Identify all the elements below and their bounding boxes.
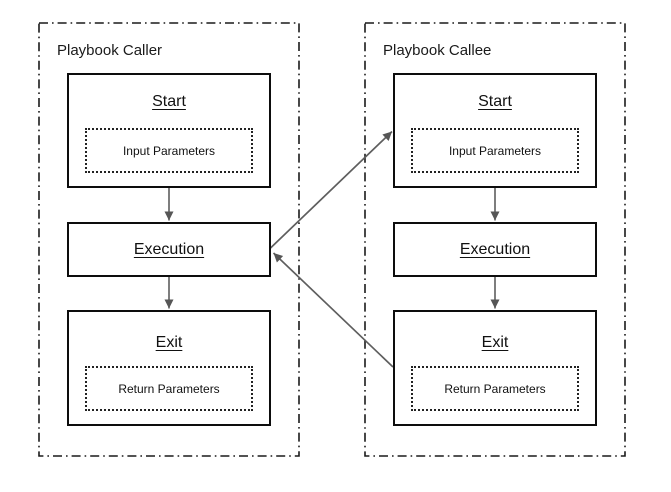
playbook-caller-group: Playbook Caller Start Input Parameters E… — [38, 22, 300, 457]
callee-return-parameters-label: Return Parameters — [444, 381, 546, 396]
arrow-callee-exit-to-caller-execution — [272, 252, 394, 368]
callee-execution-label: Execution — [459, 240, 531, 258]
callee-execution-node: Execution — [393, 222, 597, 277]
callee-exit-node: Exit Return Parameters — [393, 310, 597, 426]
caller-start-label: Start — [152, 93, 186, 110]
callee-start-label: Start — [478, 93, 512, 110]
callee-start-node: Start Input Parameters — [393, 73, 597, 188]
playbook-callee-group: Playbook Callee Start Input Parameters E… — [364, 22, 626, 457]
callee-exit-label: Exit — [481, 334, 509, 351]
caller-return-parameters-box: Return Parameters — [85, 366, 253, 411]
caller-container-border — [38, 22, 300, 457]
caller-exit-node: Exit Return Parameters — [67, 310, 271, 426]
caller-start-node: Start Input Parameters — [67, 73, 271, 188]
playbook-callee-title: Playbook Callee — [383, 42, 492, 59]
caller-input-parameters-box: Input Parameters — [85, 128, 253, 173]
arrow-caller-execution-to-callee-start — [269, 130, 393, 250]
callee-input-parameters-label: Input Parameters — [448, 143, 542, 158]
caller-return-parameters-label: Return Parameters — [118, 381, 220, 396]
caller-execution-label: Execution — [133, 240, 205, 258]
callee-input-parameters-box: Input Parameters — [411, 128, 579, 173]
callee-return-parameters-box: Return Parameters — [411, 366, 579, 411]
playbook-caller-title: Playbook Caller — [57, 42, 163, 59]
caller-exit-label: Exit — [155, 334, 183, 351]
caller-execution-node: Execution — [67, 222, 271, 277]
callee-container-border — [364, 22, 626, 457]
caller-input-parameters-label: Input Parameters — [122, 143, 216, 158]
